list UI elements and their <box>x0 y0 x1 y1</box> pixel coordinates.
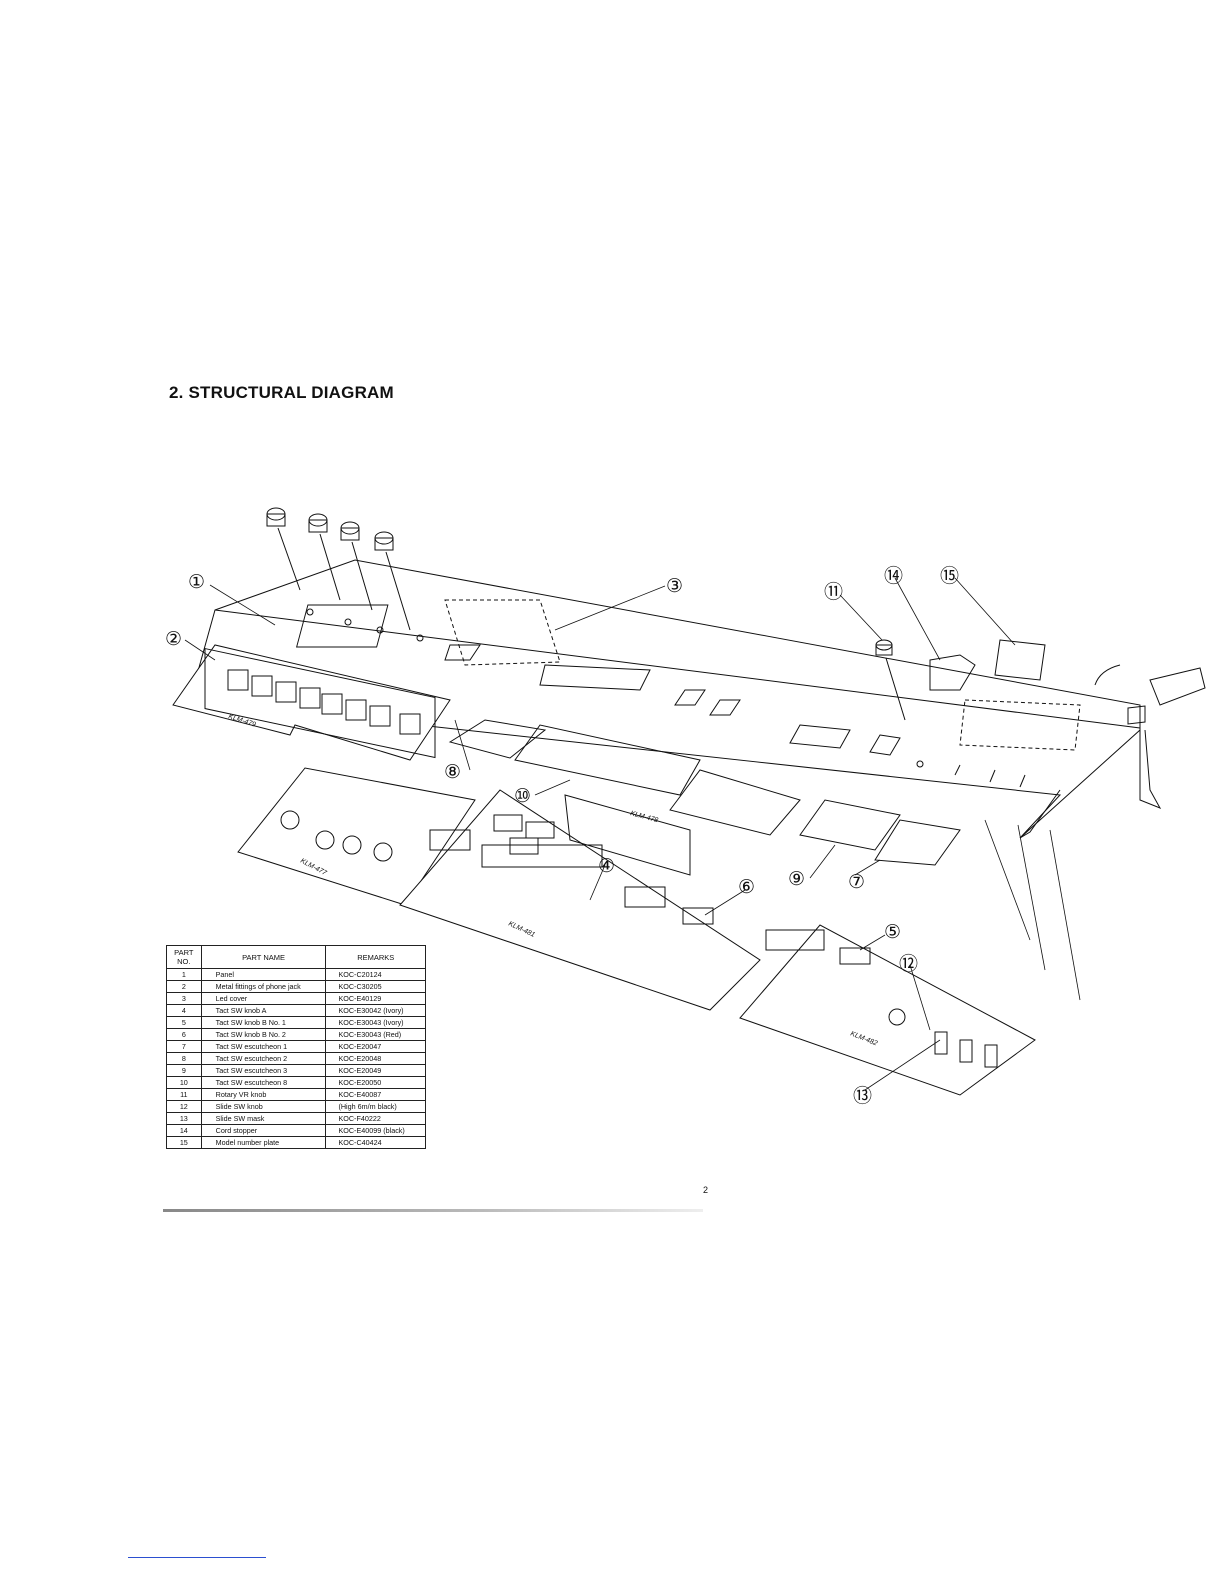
callout-8: ⑧ <box>444 761 461 783</box>
remarks-cell: KOC-C30205 <box>325 980 426 993</box>
remarks-cell: KOC-E20049 <box>325 1064 426 1077</box>
callout-14: ⑭ <box>884 565 903 587</box>
callout-5: ⑤ <box>884 921 901 943</box>
callout-13: ⑬ <box>853 1085 872 1107</box>
header-part-no: PART NO. <box>166 945 202 969</box>
part-no-cell: 12 <box>166 1100 202 1113</box>
part-no-cell: 6 <box>166 1028 202 1041</box>
remarks-cell: KOC-E20048 <box>325 1052 426 1065</box>
part-name-cell: Slide SW mask <box>200 1112 327 1125</box>
part-no-cell: 3 <box>166 992 202 1005</box>
footer-link-underline[interactable] <box>128 1557 266 1558</box>
part-name-cell: Tact SW knob A <box>200 1004 327 1017</box>
part-name-cell: Model number plate <box>200 1136 327 1149</box>
remarks-cell: (High 6m/m black) <box>325 1100 426 1113</box>
part-no-cell: 10 <box>166 1076 202 1089</box>
callout-3: ③ <box>666 575 683 597</box>
part-name-cell: Led cover <box>200 992 327 1005</box>
part-no-cell: 13 <box>166 1112 202 1125</box>
part-name-cell: Cord stopper <box>200 1124 327 1137</box>
part-name-cell: Panel <box>200 968 327 981</box>
part-name-cell: Tact SW knob B No. 2 <box>200 1028 327 1041</box>
tact-switches <box>429 814 871 965</box>
phone-jacks <box>227 669 421 735</box>
part-name-cell: Tact SW escutcheon 3 <box>200 1064 327 1077</box>
callout-15: ⑮ <box>940 565 959 587</box>
part-name-cell: Tact SW escutcheon 8 <box>200 1076 327 1089</box>
remarks-cell: KOC-E30043 (Red) <box>325 1028 426 1041</box>
remarks-cell: KOC-E40099 (black) <box>325 1124 426 1137</box>
part-no-cell: 9 <box>166 1064 202 1077</box>
part-no-cell: 11 <box>166 1088 202 1101</box>
remarks-cell: KOC-C20124 <box>325 968 426 981</box>
header-part-name: PART NAME <box>200 945 327 969</box>
callout-6: ⑥ <box>738 876 755 898</box>
bottom-rule <box>163 1209 703 1212</box>
callout-2: ② <box>165 628 182 650</box>
part-no-cell: 8 <box>166 1052 202 1065</box>
part-name-cell: Metal fittings of phone jack <box>200 980 327 993</box>
part-name-cell: Tact SW escutcheon 2 <box>200 1052 327 1065</box>
part-name-cell: Tact SW escutcheon 1 <box>200 1040 327 1053</box>
part-name-cell: Slide SW knob <box>200 1100 327 1113</box>
part-no-cell: 4 <box>166 1004 202 1017</box>
leader-lines <box>184 577 1081 1091</box>
part-no-cell: 2 <box>166 980 202 993</box>
callout-4: ④ <box>598 855 615 877</box>
callout-10: ⑩ <box>514 785 531 807</box>
cord-assembly <box>929 639 1206 725</box>
remarks-cell: KOC-E40087 <box>325 1088 426 1101</box>
callout-12: ⑫ <box>899 953 918 975</box>
callout-9: ⑨ <box>788 868 805 890</box>
structural-diagram: ① ② ③ ④ ⑤ ⑥ ⑦ ⑧ ⑨ ⑩ ⑪ ⑫ ⑬ ⑭ ⑮ KLM-479 KL… <box>165 507 1206 1107</box>
rotary-knobs <box>266 507 906 721</box>
board-label-klm478: KLM-478 <box>629 810 658 824</box>
callout-1: ① <box>188 571 205 593</box>
part-no-cell: 7 <box>166 1040 202 1053</box>
remarks-cell: KOC-E20050 <box>325 1076 426 1089</box>
panel <box>189 559 1162 839</box>
parts-table-header: PART NO. PART NAME REMARKS <box>166 945 426 969</box>
escutcheons <box>448 719 961 866</box>
part-name-cell: Tact SW knob B No. 1 <box>200 1016 327 1029</box>
callout-numbers: ① ② ③ ④ ⑤ ⑥ ⑦ ⑧ ⑨ ⑩ ⑪ ⑫ ⑬ ⑭ ⑮ <box>165 565 959 1107</box>
callout-7: ⑦ <box>848 871 865 893</box>
header-remarks: REMARKS <box>325 945 426 969</box>
remarks-cell: KOC-E30043 (Ivory) <box>325 1016 426 1029</box>
page-number: 2 <box>703 1185 709 1195</box>
part-no-cell: 5 <box>166 1016 202 1029</box>
pcb-boards <box>172 644 1036 1096</box>
remarks-cell: KOC-E20047 <box>325 1040 426 1053</box>
remarks-cell: KOC-E30042 (Ivory) <box>325 1004 426 1017</box>
remarks-cell: KOC-F40222 <box>325 1112 426 1125</box>
part-name-cell: Rotary VR knob <box>200 1088 327 1101</box>
part-no-cell: 14 <box>166 1124 202 1137</box>
part-no-cell: 1 <box>166 968 202 981</box>
part-no-cell: 15 <box>166 1136 202 1149</box>
callout-11: ⑪ <box>824 581 843 603</box>
page-title: 2. STRUCTURAL DIAGRAM <box>169 383 394 402</box>
remarks-cell: KOC-E40129 <box>325 992 426 1005</box>
remarks-cell: KOC-C40424 <box>325 1136 426 1149</box>
